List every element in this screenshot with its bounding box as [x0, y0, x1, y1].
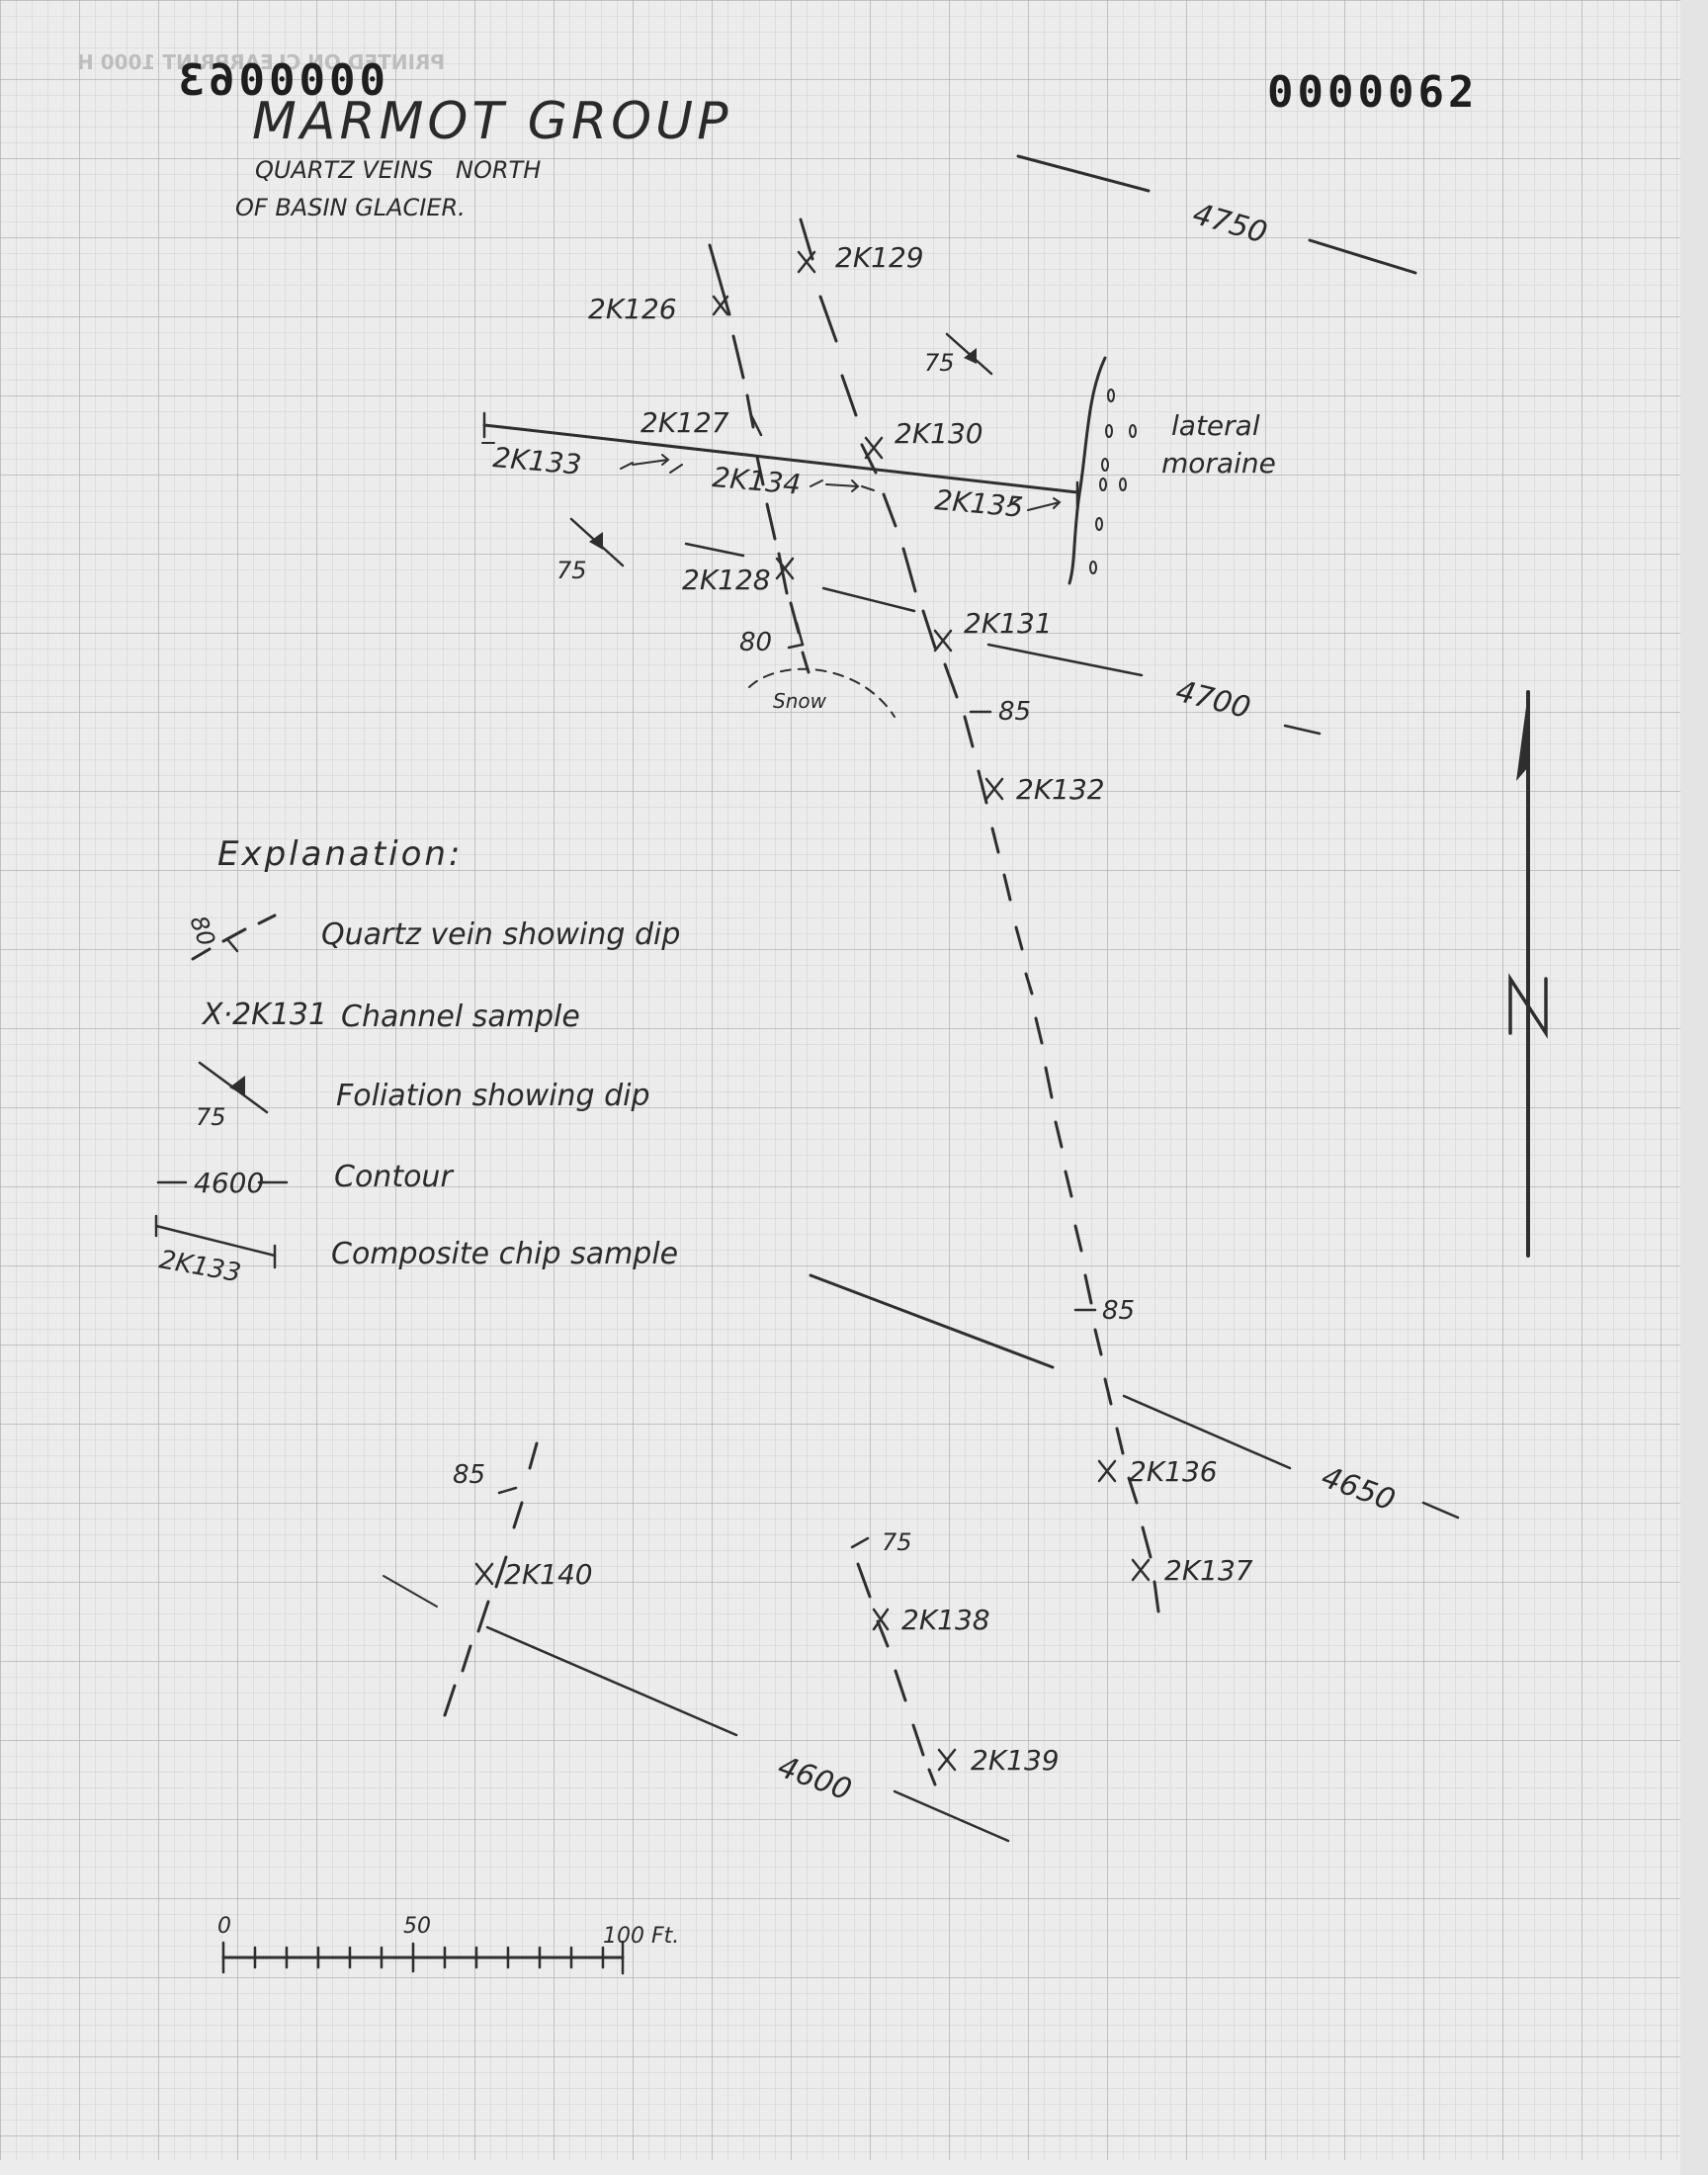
- channel-sample-2K127: 2K127: [640, 406, 763, 439]
- legend-contour-symbol: 4600: [156, 1167, 289, 1199]
- graph-paper-coarse-grid: [0, 0, 1680, 2160]
- moraine-label-line2: moraine: [1161, 447, 1276, 479]
- foliation-dip-upper-value: 75: [924, 349, 955, 377]
- vein-dip-85-upper-value: 85: [998, 697, 1031, 727]
- legend-foliation-label: Foliation showing dip: [336, 1079, 650, 1113]
- sample-label-2K130: 2K130: [895, 417, 983, 450]
- channel-sample-2K131: 2K131: [933, 607, 1053, 652]
- vein-dip-80: 80: [739, 621, 805, 657]
- vein-dip-85-southwest: 85: [453, 1460, 518, 1495]
- quartz-vein-southwest: [443, 1441, 539, 1717]
- legend-contour-label: Contour: [334, 1160, 454, 1194]
- sample-label-2K140: 2K140: [504, 1558, 593, 1591]
- scale-tick-50: 50: [403, 1914, 431, 1939]
- legend-foliation-dip-value: 75: [196, 1103, 226, 1131]
- scale-bar: 0 50 100 Ft.: [217, 1914, 679, 1975]
- channel-sample-2K137: 2K137: [1131, 1554, 1253, 1587]
- north-arrow: N: [0, 0, 1548, 1258]
- vein-dip-85-southwest-value: 85: [453, 1460, 485, 1490]
- legend-heading: Explanation:: [217, 834, 463, 874]
- channel-sample-2K132: 2K132: [984, 773, 1105, 806]
- vein-dip-75-south-value: 75: [882, 1528, 912, 1556]
- map-subtitle-line1: QUARTZ VEINS NORTH: [255, 156, 541, 184]
- sample-label-2K137: 2K137: [1164, 1554, 1253, 1587]
- mirrored-number: 0000063: [175, 55, 385, 106]
- mirrored-bleed-through: PRINTED ON CLEARPRINT 1000 H: [77, 50, 445, 74]
- sample-label-2K138: 2K138: [901, 1604, 990, 1636]
- sheet-right-margin: [1680, 0, 1708, 2175]
- composite-label-2K135: 2K135: [933, 483, 1024, 524]
- lateral-moraine: lateral moraine: [1068, 356, 1276, 585]
- channel-sample-2K130: 2K130: [864, 417, 983, 460]
- vein-dip-85-lower: 85: [1073, 1296, 1135, 1326]
- channel-sample-2K128: 2K128: [682, 557, 795, 596]
- sample-label-2K136: 2K136: [1129, 1455, 1218, 1488]
- channel-sample-2K136: 2K136: [1097, 1455, 1218, 1488]
- map-title: MARMOT GROUP: [252, 92, 731, 151]
- channel-sample-2K138: 2K138: [872, 1604, 990, 1636]
- sample-label-2K131: 2K131: [964, 607, 1053, 640]
- sample-label-2K127: 2K127: [640, 406, 729, 439]
- map-subtitle-line2: OF BASIN GLACIER.: [235, 194, 466, 221]
- sample-label-2K128: 2K128: [682, 564, 771, 596]
- foliation-symbol-upper: 75: [924, 332, 993, 377]
- vein-dip-75-south: 75: [850, 1528, 912, 1556]
- north-arrow-n-mark: [1508, 973, 1548, 1039]
- sample-label-2K139: 2K139: [971, 1744, 1060, 1777]
- channel-sample-2K140: 2K140: [474, 1558, 593, 1591]
- quartz-vein-central: [799, 218, 1160, 1613]
- legend-channel-symbol: X·2K131: [201, 998, 327, 1032]
- composite-label-2K134: 2K134: [711, 461, 802, 501]
- foliation-symbol-left: 75: [556, 517, 625, 584]
- sample-label-2K132: 2K132: [1016, 773, 1105, 806]
- snow-patch: Snow: [748, 667, 896, 718]
- legend-channel-label: Channel sample: [341, 1000, 580, 1034]
- sample-label-2K129: 2K129: [835, 241, 924, 274]
- quartz-vein-west: [708, 243, 811, 674]
- legend-foliation-symbol: 75: [196, 1061, 269, 1131]
- sample-label-2K126: 2K126: [588, 293, 677, 325]
- composite-label-2K133: 2K133: [491, 441, 582, 481]
- scale-tick-100: 100 Ft.: [603, 1924, 679, 1949]
- foliation-dip-left-value: 75: [556, 557, 587, 584]
- channel-sample-2K129: 2K129: [797, 241, 924, 274]
- quartz-vein-south-middle: [856, 1562, 937, 1786]
- moraine-label-line1: lateral: [1171, 409, 1260, 442]
- vein-dip-80-value: 80: [739, 628, 772, 657]
- vein-dip-85-upper: 85: [969, 697, 1031, 727]
- mirrored-header-text: PRINTED ON CLEARPRINT 1000 H: [77, 50, 445, 74]
- scale-tick-0: 0: [217, 1914, 231, 1939]
- document-number: 0000062: [1267, 67, 1478, 118]
- legend-contour-value: 4600: [194, 1167, 264, 1199]
- channel-sample-2K139: 2K139: [937, 1744, 1060, 1777]
- snow-label: Snow: [773, 689, 827, 713]
- vein-dip-85-lower-value: 85: [1102, 1296, 1135, 1326]
- legend-composite-label: Composite chip sample: [331, 1237, 678, 1271]
- mirrored-number-group: 0000063: [175, 55, 385, 106]
- north-arrow-label: N: [0, 0, 1, 1]
- channel-sample-2K126: 2K126: [588, 293, 729, 325]
- legend-vein-label: Quartz vein showing dip: [321, 917, 680, 952]
